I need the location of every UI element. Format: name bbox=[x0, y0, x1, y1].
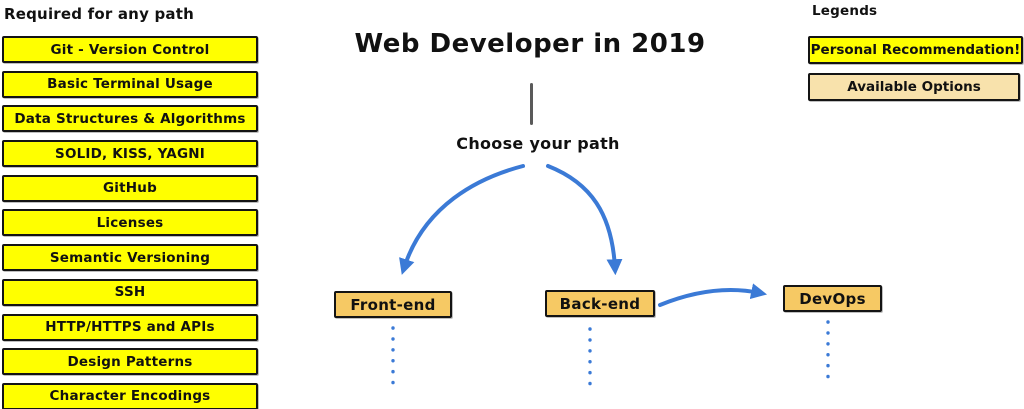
legend-personal-recommendation: Personal Recommendation! bbox=[808, 36, 1023, 64]
arrow-backend-to-devops bbox=[658, 283, 768, 307]
choose-path-label: Choose your path bbox=[456, 134, 620, 153]
topic-box-semantic-versioning: Semantic Versioning bbox=[2, 244, 258, 272]
path-box-devops: DevOps bbox=[783, 285, 882, 312]
topic-box-solid-kiss-yagni: SOLID, KISS, YAGNI bbox=[2, 140, 258, 168]
topic-box-http-apis: HTTP/HTTPS and APIs bbox=[2, 313, 258, 341]
title-connector-line bbox=[530, 83, 533, 125]
required-topics-list: Git - Version Control Basic Terminal Usa… bbox=[2, 36, 258, 409]
topic-box-character-encodings: Character Encodings bbox=[2, 382, 258, 409]
arrow-choose-to-backend bbox=[546, 164, 623, 276]
arrow-choose-to-frontend bbox=[399, 164, 525, 275]
topic-box-git: Git - Version Control bbox=[2, 36, 258, 63]
topic-box-design-patterns: Design Patterns bbox=[2, 348, 258, 376]
path-box-frontend: Front-end bbox=[334, 291, 452, 318]
legend-available-options: Available Options bbox=[808, 73, 1020, 101]
topic-box-terminal: Basic Terminal Usage bbox=[2, 70, 258, 98]
topic-box-github: GitHub bbox=[2, 174, 258, 202]
topic-box-ssh: SSH bbox=[2, 278, 258, 306]
topic-box-data-structures: Data Structures & Algorithms bbox=[2, 105, 258, 133]
required-column-heading: Required for any path bbox=[4, 5, 194, 23]
topic-box-licenses: Licenses bbox=[2, 209, 258, 237]
path-box-backend: Back-end bbox=[545, 290, 655, 317]
page-title: Web Developer in 2019 bbox=[354, 29, 706, 59]
legends-heading: Legends bbox=[812, 3, 878, 19]
